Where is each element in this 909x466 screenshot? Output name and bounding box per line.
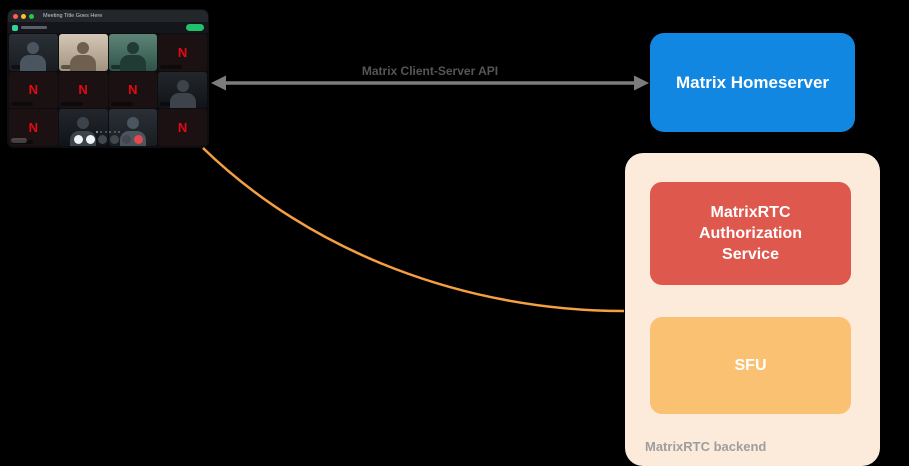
participant-video-tile xyxy=(108,34,158,71)
n-avatar-icon: N xyxy=(78,82,88,98)
sfu-box: SFU xyxy=(650,317,851,414)
room-name-placeholder xyxy=(21,26,47,29)
participant-name-pill xyxy=(11,102,33,107)
room-avatar xyxy=(12,24,18,31)
element-call-window: Meeting Title Goes Here N xyxy=(8,10,208,147)
sfu-label: SFU xyxy=(734,356,767,374)
homeserver-box: Matrix Homeserver xyxy=(650,33,855,132)
media-connection-curve xyxy=(202,147,625,313)
participant-name-pill xyxy=(110,64,133,69)
participant-name-pill xyxy=(11,64,33,69)
window-close-icon[interactable] xyxy=(13,13,18,19)
participant-name-pill xyxy=(11,140,33,144)
n-avatar-icon: N xyxy=(177,120,188,136)
participant-name-pill xyxy=(110,102,133,107)
browser-chrome-bar: Meeting Title Goes Here xyxy=(8,10,208,22)
n-avatar-icon: N xyxy=(177,44,188,60)
n-avatar-icon: N xyxy=(28,120,39,136)
arrowhead-right-icon xyxy=(634,75,649,91)
participant-video-tile xyxy=(158,71,207,109)
participant-name-pill xyxy=(160,64,183,69)
backend-caption: MatrixRTC backend xyxy=(645,439,767,454)
pagination-dots xyxy=(95,131,121,133)
authorization-service-label: MatrixRTC Authorization Service xyxy=(698,203,803,264)
participant-video-tile xyxy=(58,34,108,71)
call-timer-pill xyxy=(11,138,27,143)
reactions-button[interactable] xyxy=(109,135,119,144)
participant-avatar-tile: N xyxy=(9,71,58,109)
authorization-service-box: MatrixRTC Authorization Service xyxy=(650,182,851,285)
participant-name-pill xyxy=(60,102,83,107)
arrowhead-left-icon xyxy=(211,75,226,91)
api-arrow-label: Matrix Client-Server API xyxy=(361,64,499,78)
call-controls xyxy=(8,131,208,144)
hangup-button[interactable] xyxy=(133,135,143,144)
client-server-arrow xyxy=(211,75,649,91)
call-app-header xyxy=(8,22,208,33)
screenshare-button[interactable] xyxy=(97,135,107,144)
join-button[interactable] xyxy=(186,24,204,31)
more-options-button[interactable] xyxy=(121,135,131,144)
participant-avatar-tile: N xyxy=(158,34,207,71)
video-grid: N N N N xyxy=(8,33,208,147)
participant-video-tile xyxy=(9,34,58,71)
video-grid-area: N N N N xyxy=(8,33,208,147)
homeserver-label: Matrix Homeserver xyxy=(675,72,830,92)
mic-button[interactable] xyxy=(73,135,83,144)
window-maximize-icon[interactable] xyxy=(29,13,34,19)
participant-name-pill xyxy=(60,64,83,69)
window-minimize-icon[interactable] xyxy=(21,13,26,19)
participant-avatar-tile: N xyxy=(158,109,207,146)
participant-avatar-tile: N xyxy=(108,71,158,109)
n-avatar-icon: N xyxy=(28,82,39,98)
window-title: Meeting Title Goes Here xyxy=(43,13,103,19)
participant-name-pill xyxy=(160,102,183,107)
participant-avatar-tile: N xyxy=(58,71,108,109)
n-avatar-icon: N xyxy=(128,82,138,98)
camera-button[interactable] xyxy=(85,135,95,144)
participant-avatar-tile: N xyxy=(9,109,58,146)
